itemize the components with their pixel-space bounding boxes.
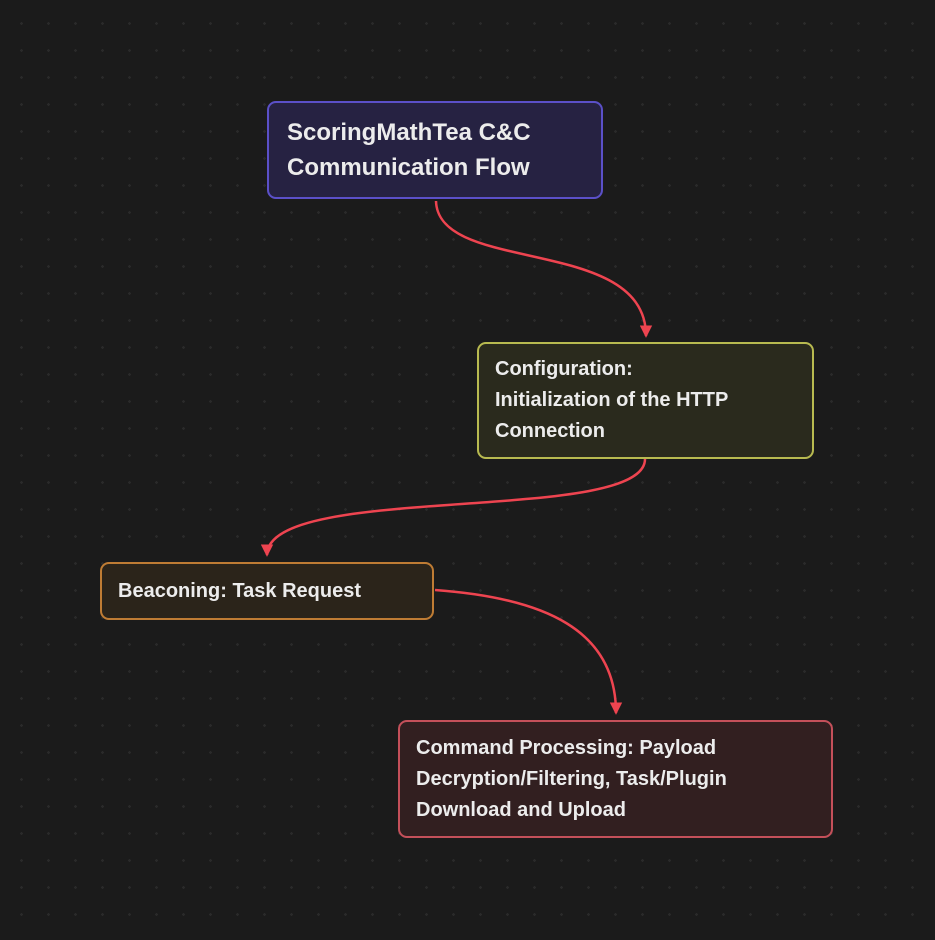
node-title[interactable]: ScoringMathTea C&C Communication Flow — [267, 101, 603, 199]
node-command-processing[interactable]: Command Processing: Payload Decryption/F… — [398, 720, 833, 838]
node-beaconing-label: Beaconing: Task Request — [118, 579, 362, 602]
node-beaconing[interactable]: Beaconing: Task Request — [100, 562, 434, 620]
node-command-processing-label: Command Processing: Payload Decryption/F… — [416, 736, 727, 821]
edge-beaconing-to-command[interactable] — [434, 588, 623, 715]
node-title-label: ScoringMathTea C&C Communication Flow — [287, 119, 531, 181]
node-configuration[interactable]: Configuration: Initialization of the HTT… — [477, 342, 814, 459]
edge-title-to-configuration[interactable] — [434, 200, 653, 338]
edge-configuration-to-beaconing[interactable] — [260, 458, 647, 557]
node-configuration-label: Configuration: Initialization of the HTT… — [495, 358, 729, 442]
